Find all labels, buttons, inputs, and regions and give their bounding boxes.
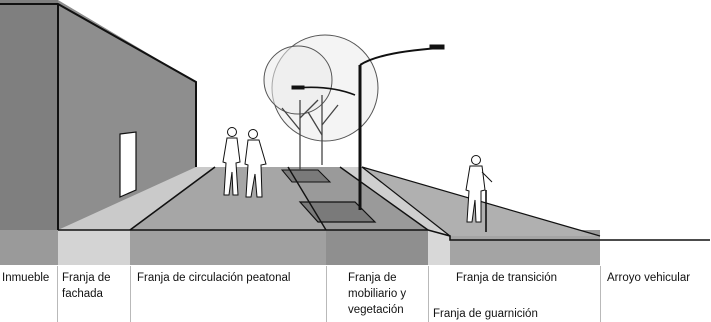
separator-2 <box>130 266 131 322</box>
label-arroyo-vehicular: Arroyo vehicular <box>607 272 691 284</box>
label-inmueble: Inmueble <box>2 272 50 284</box>
fachada-strip-face <box>58 230 130 265</box>
transicion-strip-face <box>450 236 600 265</box>
guarnicion-edge-line <box>339 166 429 231</box>
sidewalk-front-edge <box>58 229 710 241</box>
fachada-strip <box>58 167 215 230</box>
separator-3 <box>326 266 327 322</box>
label-franja-mobiliario: Franja de mobiliario y vegetación <box>348 272 407 316</box>
street-lamp <box>291 44 445 210</box>
mobiliario-strip-face <box>326 230 428 265</box>
ramp-edge-line <box>361 166 451 237</box>
fachada-edge-line <box>129 166 216 231</box>
label-franja-circulacion: Franja de circulación peatonal <box>137 272 291 284</box>
separator-5 <box>600 266 601 322</box>
label-franja-transicion: Franja de transición <box>456 272 557 284</box>
building-side <box>0 0 58 230</box>
tree-planter-far <box>280 169 332 183</box>
circulacion-strip-face <box>130 230 326 265</box>
arroyo-surface <box>600 236 710 240</box>
circulacion-strip <box>130 167 326 230</box>
circulacion-edge-line <box>287 166 327 231</box>
building-outline <box>0 3 197 167</box>
building-door <box>119 131 137 198</box>
separator-1 <box>57 266 58 322</box>
separator-4 <box>428 266 429 322</box>
label-franja-fachada: Franja de fachada <box>62 272 111 300</box>
label-franja-guarnicion: Franja de guarnición <box>433 308 538 320</box>
tree-branches <box>281 95 339 170</box>
tree-canopy-small <box>263 45 333 115</box>
guarnicion-strip-face <box>428 230 450 265</box>
cyclist-figure <box>465 155 493 232</box>
building-facade <box>58 0 196 230</box>
pedestrian-figures <box>222 127 267 198</box>
